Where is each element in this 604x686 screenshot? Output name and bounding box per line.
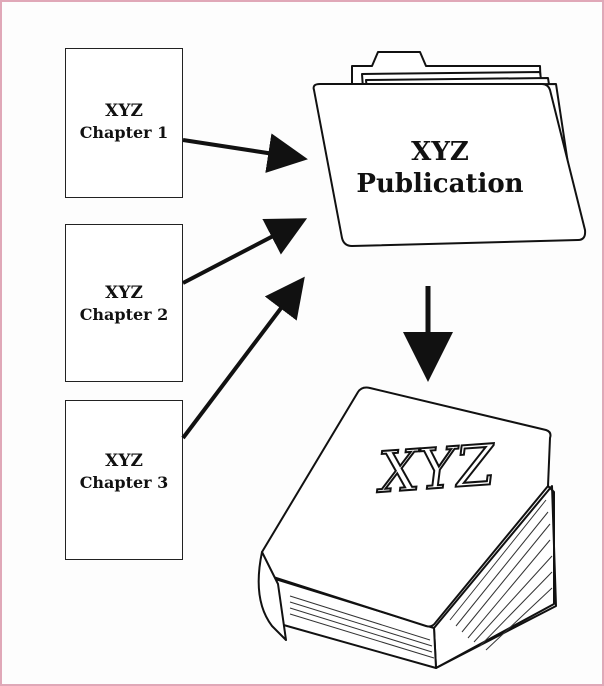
chapter-3-title: XYZ xyxy=(105,451,143,471)
book xyxy=(257,386,557,669)
chapter-3-subtitle: Chapter 3 xyxy=(79,473,169,492)
chapter-2-title: XYZ xyxy=(105,283,143,303)
book-title: XYZ xyxy=(373,433,498,506)
folder-label-line2: Publication xyxy=(356,169,523,199)
publication-folder xyxy=(312,51,587,247)
chapter-1-document: XYZ Chapter 1 xyxy=(65,48,183,198)
chapter-2-subtitle: Chapter 2 xyxy=(79,305,169,324)
arrow-chapter-2 xyxy=(182,218,308,285)
arrow-chapter-3 xyxy=(181,276,305,440)
book-page-lines xyxy=(289,499,553,659)
folder-label-line1: XYZ xyxy=(411,137,469,167)
arrow-chapter-1 xyxy=(182,133,308,173)
chapter-1-title: XYZ xyxy=(105,101,143,121)
chapter-3-document: XYZ Chapter 3 xyxy=(65,400,183,560)
chapter-2-document: XYZ Chapter 2 xyxy=(65,224,183,382)
chapter-1-subtitle: Chapter 1 xyxy=(79,123,169,142)
